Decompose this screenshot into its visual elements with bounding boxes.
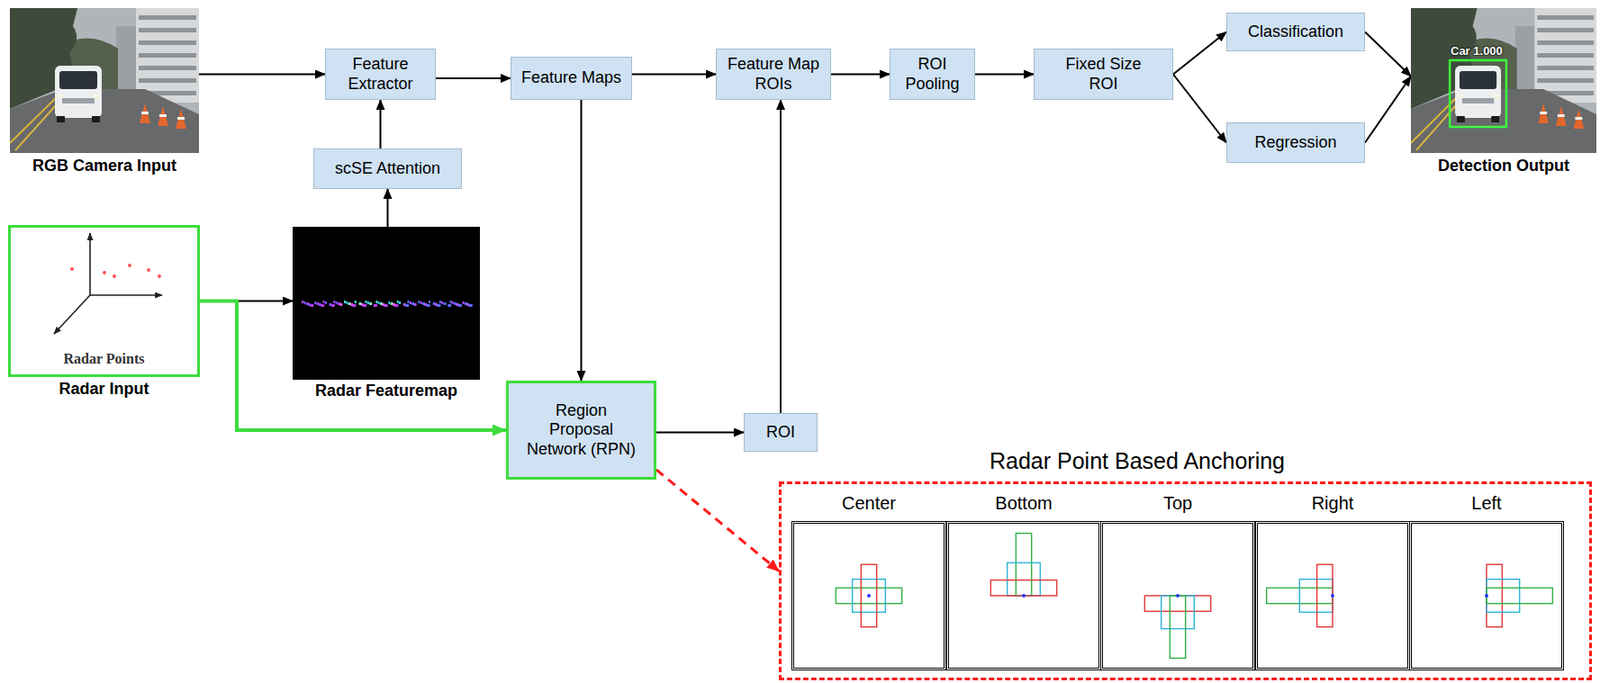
anchor-boxes: [1102, 524, 1253, 669]
node-box: scSE Attention: [313, 148, 462, 190]
arrow-connector: [831, 73, 890, 76]
arrow-connector: [379, 99, 382, 149]
title-holder: Radar Point Based Anchoring: [989, 448, 1285, 475]
arrow-connector: [779, 99, 782, 414]
node-box: ROI: [743, 413, 818, 452]
node-photo: Car 1.000Detection Output: [1410, 8, 1597, 154]
box-label: Feature Map ROIs: [722, 54, 825, 94]
anchor-boxes-holder: [794, 524, 944, 669]
camera-photo-holder: [9, 8, 199, 154]
region-title: Radar Point Based Anchoring: [989, 448, 1285, 474]
arrow-connector: [656, 432, 744, 434]
node-box: Feature Extractor: [325, 48, 436, 100]
arrow-connector: [580, 99, 583, 381]
arrow-connector: [1173, 74, 1227, 144]
anchor-boxes-holder: [1257, 524, 1408, 669]
anchor-boxes-holder: [1102, 524, 1253, 669]
box-label: Feature Extractor: [331, 54, 430, 94]
inner-label: Radar Points: [63, 351, 145, 367]
input-caption: Radar Input: [58, 379, 149, 398]
box-label: scSE Attention: [334, 159, 441, 180]
node-panel: Top: [1100, 521, 1256, 671]
anchor-boxes: [1257, 524, 1408, 669]
panel-label: Bottom: [994, 493, 1052, 514]
node-photo: RGB Camera Input: [9, 8, 199, 154]
camera-photo: [9, 8, 199, 154]
label-holder: Center: [841, 493, 896, 515]
node-radar: Radar PointsRadar Input: [8, 225, 200, 378]
radar-featuremap: [292, 226, 480, 380]
node-box: Region Proposal Network (RPN): [506, 380, 657, 480]
node-panel: Left: [1409, 521, 1564, 671]
arrow-connector: [1364, 32, 1411, 77]
node-box: Feature Map ROIs: [715, 48, 832, 100]
arrow-connector: [1173, 32, 1227, 75]
anchor-boxes-holder: [949, 524, 1099, 669]
image-caption: RGB Camera Input: [32, 156, 177, 175]
box-label: Fixed Size ROI: [1058, 54, 1149, 94]
node-panel: Center: [791, 521, 947, 671]
node-panel: Right: [1255, 521, 1411, 671]
arrow-connector: [975, 73, 1034, 76]
panel-label: Right: [1311, 493, 1355, 514]
anchor-boxes: [794, 524, 944, 669]
anchor-boxes-holder: [1411, 524, 1562, 669]
caption-holder: RGB Camera Input: [32, 156, 177, 176]
anchor-boxes: [949, 524, 1099, 669]
panel-label: Left: [1471, 493, 1501, 514]
caption-holder: Radar Input: [58, 379, 149, 399]
node-panel: Bottom: [946, 521, 1102, 671]
image-caption: Radar Featuremap: [315, 381, 458, 400]
radar-featuremap-holder: [292, 226, 480, 380]
arrow-connector: [387, 189, 389, 227]
node-box: Feature Maps: [510, 56, 633, 100]
panel-label: Top: [1163, 493, 1193, 514]
node-dash: Radar Point Based AnchoringCenterBottomT…: [778, 481, 1592, 681]
tag-holder: Car 1.000: [1450, 44, 1503, 58]
panel-label: Center: [841, 493, 896, 514]
box-label: ROI: [766, 423, 796, 443]
label-holder: Right: [1311, 493, 1355, 515]
detection-tag: Car 1.000: [1450, 44, 1503, 58]
label-holder: Left: [1471, 493, 1501, 515]
image-caption: Detection Output: [1437, 156, 1570, 175]
label-holder: Top: [1163, 493, 1193, 515]
node-box: ROI Pooling: [889, 48, 976, 100]
box-label: Region Proposal Network (RPN): [524, 401, 640, 461]
box-label: ROI Pooling: [895, 54, 969, 94]
box-label: Feature Maps: [521, 68, 622, 89]
box-label: Regression: [1254, 133, 1337, 154]
camera-photo-holder: [1410, 8, 1597, 154]
caption-holder: Radar Featuremap: [315, 381, 458, 401]
node-box: Fixed Size ROI: [1033, 48, 1174, 100]
label-holder: Bottom: [994, 493, 1052, 515]
arrow-connector: [435, 77, 511, 80]
arrow-connector: [656, 470, 779, 572]
arrow-connector: [1364, 76, 1411, 144]
box-label: Classification: [1247, 22, 1344, 43]
node-box: Regression: [1226, 122, 1365, 163]
arrow-connector: [198, 73, 326, 76]
anchor-boxes: [1411, 524, 1562, 669]
node-box: Classification: [1226, 12, 1365, 52]
inner-holder: Radar Points: [63, 351, 145, 368]
node-fmap: Radar Featuremap: [292, 226, 480, 380]
arrow-connector: [632, 73, 716, 76]
camera-photo: [1410, 8, 1597, 154]
caption-holder: Detection Output: [1437, 156, 1570, 176]
